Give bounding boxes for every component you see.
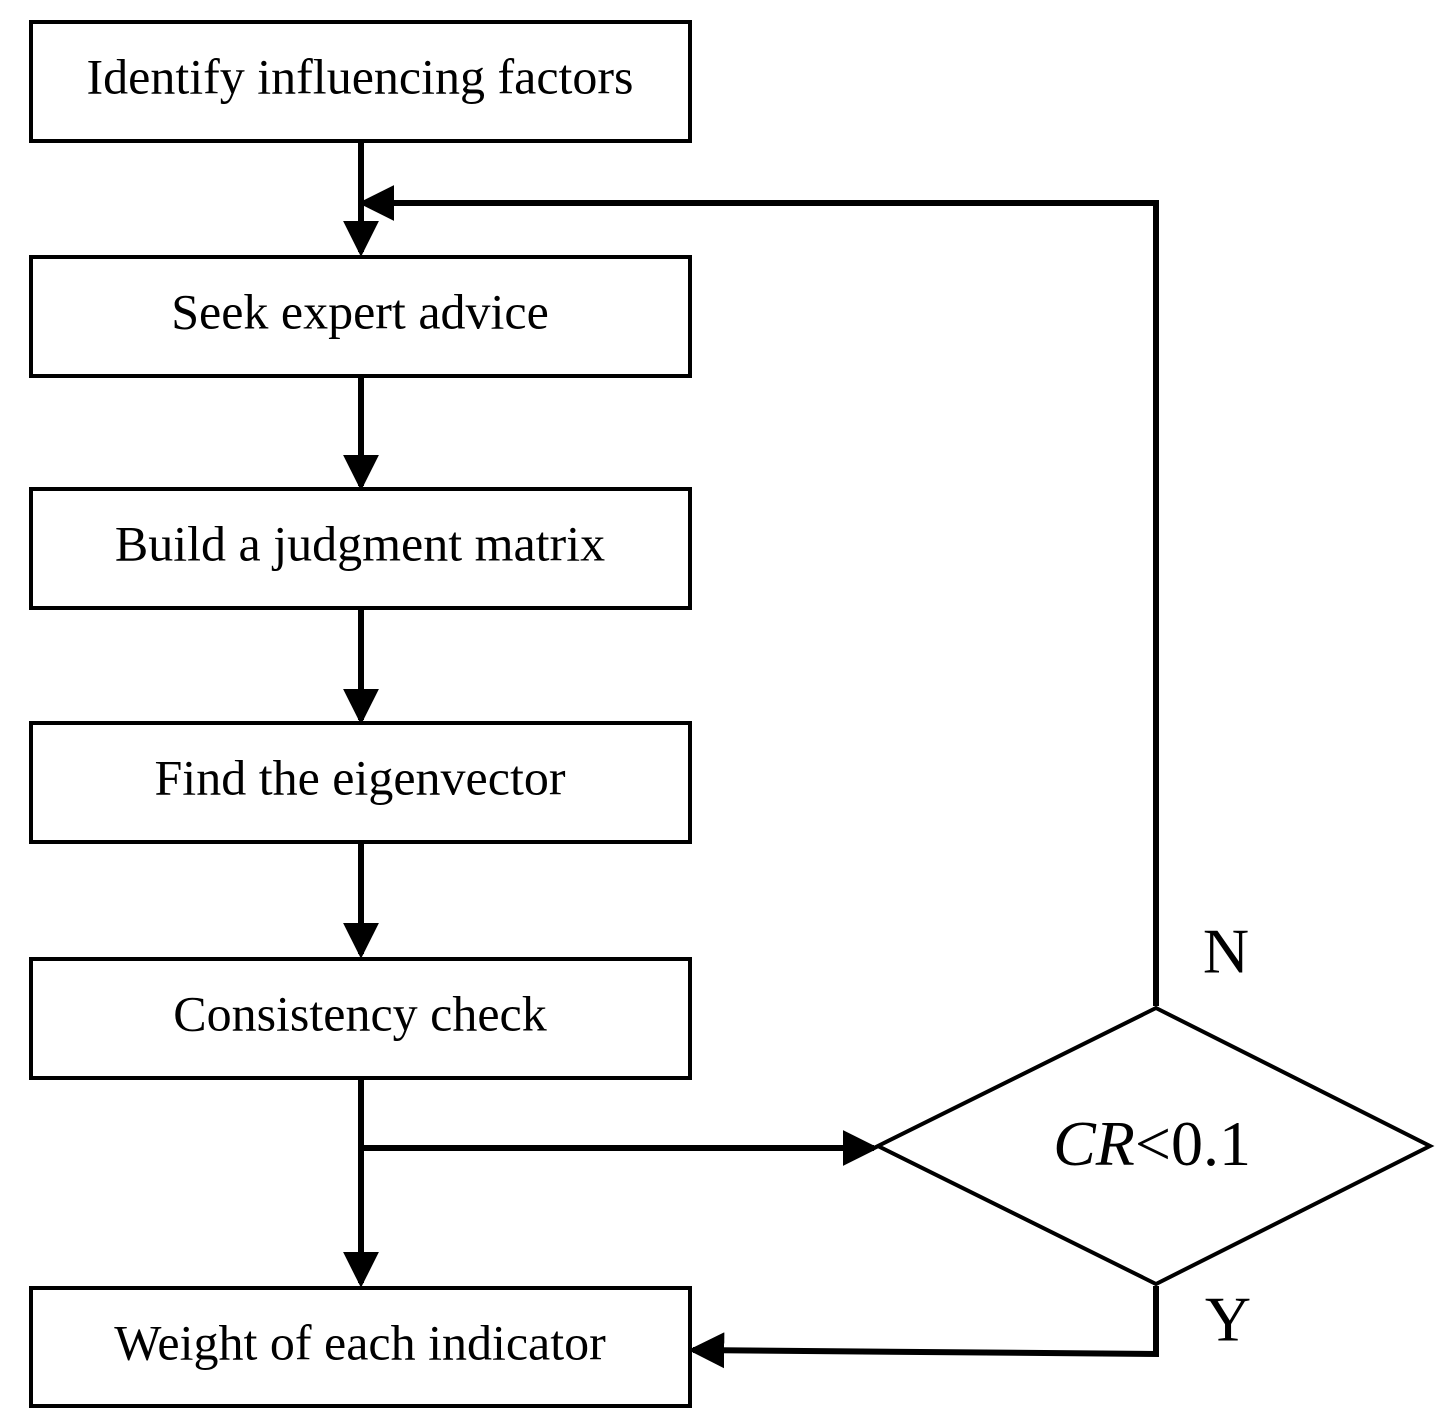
box-consistency: Consistency check (29, 957, 692, 1080)
box-build: Build a judgment matrix (29, 487, 692, 610)
box-find-label: Find the eigenvector (155, 749, 566, 805)
box-seek: Seek expert advice (29, 255, 692, 378)
branch-no-label: N (1203, 916, 1249, 987)
branch-yes-label: Y (1205, 1284, 1251, 1355)
box-find: Find the eigenvector (29, 721, 692, 844)
box-seek-label: Seek expert advice (171, 283, 549, 339)
box-identify-label: Identify influencing factors (86, 48, 633, 104)
yes-branch-to-weight (688, 1286, 1159, 1369)
box-identify: Identify influencing factors (29, 20, 692, 143)
decision-label: CR<0.1 (1053, 1108, 1251, 1179)
decision-variable: CR (1053, 1108, 1135, 1179)
box-weight-label: Weight of each indicator (114, 1314, 606, 1370)
box-build-label: Build a judgment matrix (115, 515, 605, 571)
connectors (343, 141, 1159, 1369)
loop-no-branch (358, 185, 1159, 1006)
box-consistency-label: Consistency check (173, 985, 547, 1041)
decision-diamond: CR<0.1 (873, 1005, 1435, 1287)
decision-condition: <0.1 (1135, 1108, 1251, 1179)
box-weight: Weight of each indicator (29, 1286, 692, 1408)
